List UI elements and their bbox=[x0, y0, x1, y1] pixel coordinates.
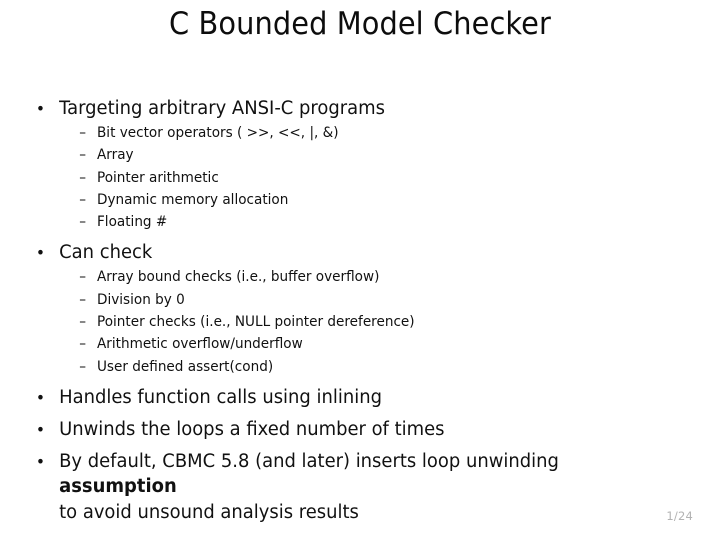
sub-bullet-item: – Arithmetic overflow/underflow bbox=[30, 333, 690, 355]
bullet-dot-icon: • bbox=[35, 451, 45, 471]
dash-icon: – bbox=[79, 291, 87, 308]
bullet-item-targeting: • Targeting arbitrary ANSI-C programs bbox=[30, 96, 680, 121]
dash-icon: – bbox=[79, 269, 87, 286]
bullet-item-unwinds: • Unwinds the loops a fixed number of ti… bbox=[30, 417, 680, 442]
dash-icon: – bbox=[79, 169, 87, 186]
sub-bullet-item: – Pointer checks (i.e., NULL pointer der… bbox=[30, 311, 690, 333]
bullet-label-prefix: By default, CBMC 5.8 (and later) inserts… bbox=[59, 450, 559, 472]
sub-bullet-label: Pointer checks (i.e., NULL pointer deref… bbox=[96, 314, 415, 331]
bullet-label: Targeting arbitrary ANSI-C programs bbox=[59, 98, 385, 119]
sub-bullet-item: – Array bound checks (i.e., buffer overf… bbox=[30, 266, 690, 288]
sub-bullet-label: Pointer arithmetic bbox=[96, 169, 219, 186]
sub-bullet-item: – Bit vector operators ( >>, <<, |, &) bbox=[30, 122, 690, 144]
sub-bullet-item: – Division by 0 bbox=[30, 289, 690, 311]
dash-icon: – bbox=[79, 147, 87, 164]
bullet-label: Unwinds the loops a fixed number of time… bbox=[59, 418, 445, 440]
bullet-item-can-check: • Can check bbox=[30, 240, 680, 265]
sub-bullet-label: Arithmetic overflow/underflow bbox=[96, 336, 303, 353]
sub-bullet-item: – Pointer arithmetic bbox=[30, 167, 690, 189]
dash-icon: – bbox=[79, 358, 87, 375]
sub-bullet-label: User defined assert(cond) bbox=[96, 358, 274, 375]
sub-bullet-item: – User defined assert(cond) bbox=[30, 356, 690, 378]
bullet-item-inlining: • Handles function calls using inlining bbox=[30, 385, 680, 410]
bullet-item-assumption: • By default, CBMC 5.8 (and later) inser… bbox=[30, 449, 680, 499]
bullet-label-emphasis: assumption bbox=[59, 475, 177, 497]
page-title: C Bounded Model Checker bbox=[169, 6, 551, 42]
slide-body: • Targeting arbitrary ANSI-C programs – … bbox=[30, 96, 700, 525]
bullet-dot-icon: • bbox=[35, 243, 45, 263]
sub-bullet-item: – Array bbox=[30, 144, 690, 166]
page-number: 1/24 bbox=[666, 509, 693, 523]
sublist-can-check: – Array bound checks (i.e., buffer overf… bbox=[30, 266, 700, 377]
dash-icon: – bbox=[79, 336, 87, 353]
dash-icon: – bbox=[79, 191, 87, 208]
sub-bullet-label: Array bbox=[96, 147, 134, 164]
bullet-label: Can check bbox=[59, 242, 153, 264]
dash-icon: – bbox=[79, 125, 87, 141]
sub-bullet-label: Division by 0 bbox=[96, 291, 185, 308]
sub-bullet-item: – Dynamic memory allocation bbox=[30, 189, 690, 211]
sub-bullet-label: Bit vector operators ( >>, <<, |, &) bbox=[96, 125, 339, 141]
bullet-item-assumption-wrap: to avoid unsound analysis results bbox=[59, 501, 359, 523]
bullet-label: Handles function calls using inlining bbox=[59, 386, 382, 408]
sub-bullet-label: Array bound checks (i.e., buffer overflo… bbox=[96, 269, 380, 286]
sub-bullet-label: Floating # bbox=[96, 214, 168, 231]
bullet-dot-icon: • bbox=[35, 387, 45, 407]
bullet-dot-icon: • bbox=[35, 99, 45, 118]
sub-bullet-label: Dynamic memory allocation bbox=[96, 191, 289, 208]
dash-icon: – bbox=[79, 314, 87, 331]
bullet-dot-icon: • bbox=[35, 419, 45, 439]
dash-icon: – bbox=[79, 214, 87, 231]
sub-bullet-item: – Floating # bbox=[30, 211, 690, 233]
sublist-targeting: – Bit vector operators ( >>, <<, |, &) –… bbox=[30, 122, 700, 233]
